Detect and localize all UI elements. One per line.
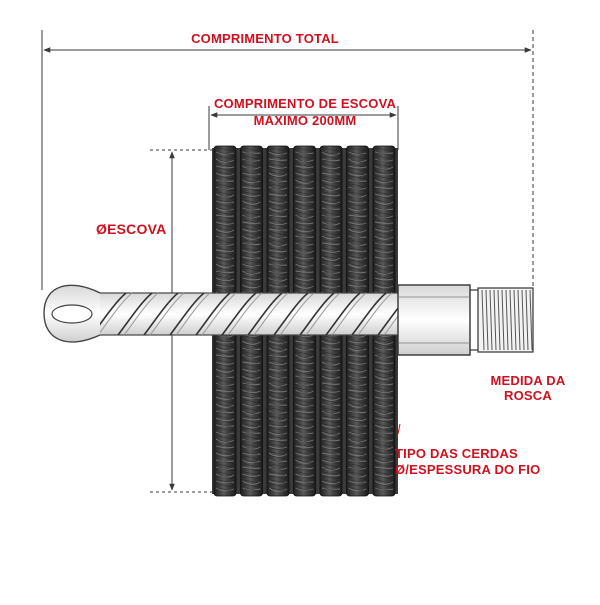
- brush-length-label: COMPRIMENTO DE ESCOVA MAXIMO 200MM: [200, 96, 410, 128]
- brush-length-dimension: [208, 106, 399, 150]
- overall-length-label: COMPRIMENTO TOTAL: [191, 31, 339, 46]
- twisted-wire-stem: [43, 284, 445, 343]
- thread-size-label-line1: MEDIDA DA: [490, 373, 566, 388]
- brush-diameter-label: ØESCOVA: [96, 221, 167, 237]
- brush-length-label-line1: COMPRIMENTO DE ESCOVA: [213, 96, 397, 111]
- bristle-type-label: TIPO DAS CERDAS Ø/ESPESSURA DO FIO: [395, 446, 540, 477]
- thread-size-label-line2: ROSCA: [504, 388, 552, 403]
- thread-size-label: MEDIDA DA ROSCA: [478, 373, 578, 403]
- bristle-type-label-line2: Ø/ESPESSURA DO FIO: [395, 462, 541, 477]
- threaded-fitting: [397, 284, 534, 356]
- bristle-type-label-line1: TIPO DAS CERDAS: [395, 446, 518, 461]
- brush-length-label-line2: MAXIMO 200MM: [253, 113, 357, 128]
